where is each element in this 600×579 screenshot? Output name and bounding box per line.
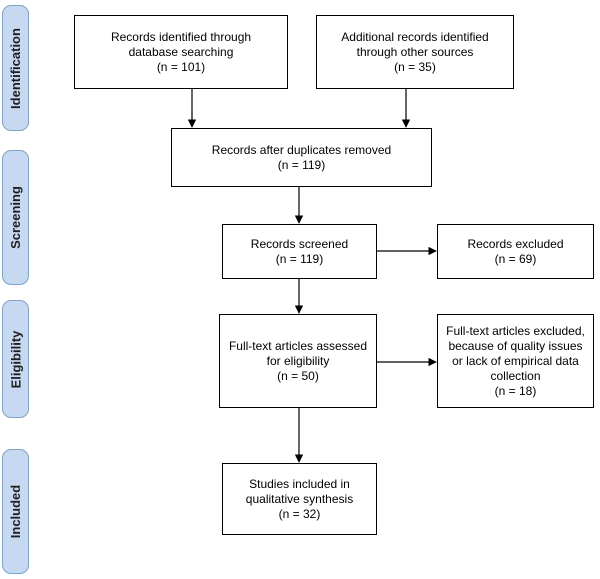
box-fulltext-assessed: Full-text articles assessed for eligibil… xyxy=(219,314,377,408)
box-other-sources: Additional records identified through ot… xyxy=(316,15,514,89)
box-records-excluded: Records excluded (n = 69) xyxy=(437,224,594,279)
box-studies-included: Studies included in qualitative synthesi… xyxy=(222,463,377,535)
box-duplicates-removed: Records after duplicates removed (n = 11… xyxy=(171,128,432,187)
box-records-screened: Records screened (n = 119) xyxy=(222,224,377,279)
stage-screening: Screening xyxy=(2,150,29,285)
box-fulltext-excluded: Full-text articles excluded, because of … xyxy=(437,314,594,408)
stage-included: Included xyxy=(2,449,29,574)
box-database-searching: Records identified through database sear… xyxy=(74,15,288,89)
stage-identification: Identification xyxy=(2,5,29,131)
stage-eligibility: Eligibility xyxy=(2,300,29,418)
